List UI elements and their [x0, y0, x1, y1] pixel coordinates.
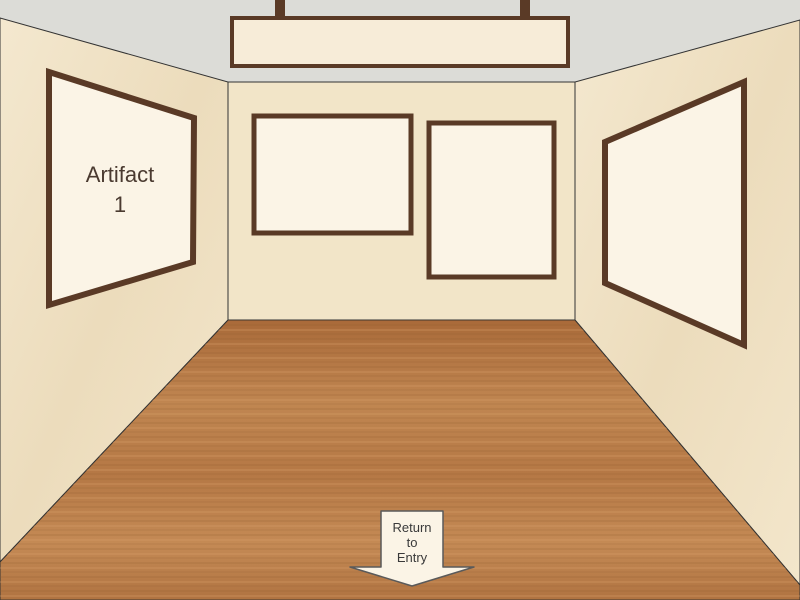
down-arrow-icon[interactable] [349, 510, 475, 587]
sign-hanger-left [275, 0, 285, 18]
artifact-frame-2[interactable] [251, 113, 414, 236]
floor-grain [0, 320, 800, 600]
ceiling-sign [230, 16, 570, 68]
artifact-frame-1[interactable] [46, 67, 198, 310]
sign-hanger-right [520, 0, 530, 18]
artifact-frame-3[interactable] [426, 120, 557, 280]
artifact-frame-4[interactable] [602, 77, 747, 350]
